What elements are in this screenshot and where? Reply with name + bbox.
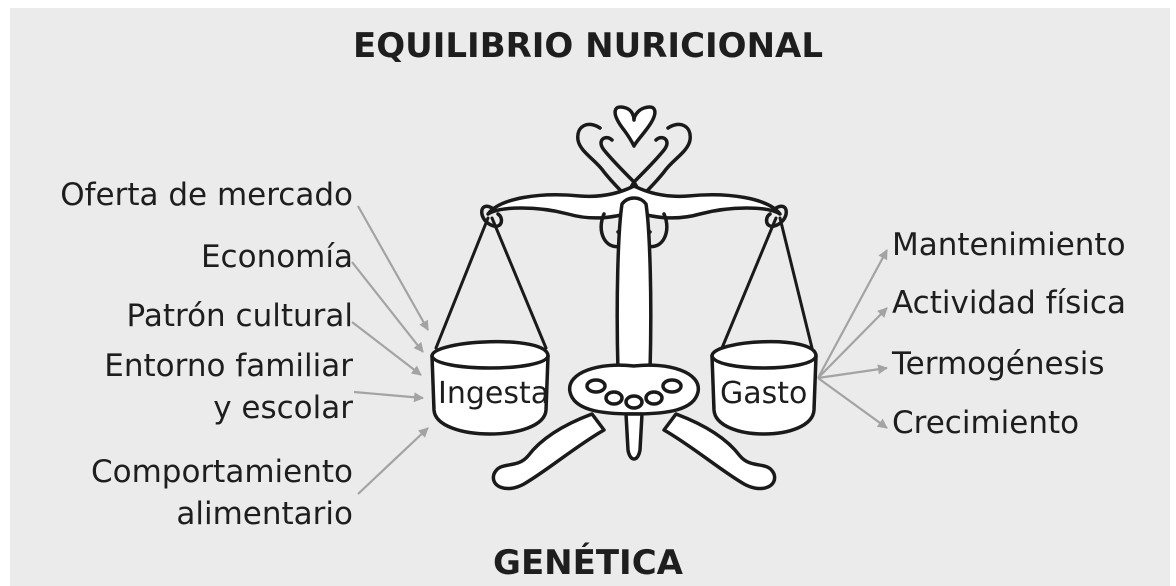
right-pan-string-inner (720, 216, 778, 350)
arrow-economia (351, 261, 424, 353)
left-arrows (351, 205, 429, 495)
scale-base-bead-1 (585, 378, 607, 394)
left-factor-patron-cultural: Patrón cultural (126, 298, 353, 334)
scale-right-foot (662, 412, 777, 491)
right-factor-actividad-fisica: Actividad física (892, 285, 1126, 321)
right-pan-string-outer (778, 216, 814, 350)
right-factor-crecimiento: Crecimiento (892, 405, 1080, 441)
left-pan-rim (430, 354, 550, 370)
arrow-oferta-de-mercado (357, 205, 429, 331)
scale-left-foot (491, 412, 606, 491)
scale-base-bead-2 (604, 390, 624, 406)
scale-strings (434, 216, 814, 350)
left-factor-oferta-de-mercado: Oferta de mercado (60, 177, 353, 213)
arrow-mantenimiento (817, 249, 888, 379)
scale-base-ornament (568, 363, 700, 416)
arrow-actividad-fisica (817, 307, 888, 379)
diagram-background (10, 8, 1170, 586)
right-factor-mantenimiento: Mantenimiento (892, 227, 1126, 263)
scale-pendant (624, 412, 644, 461)
left-factor-economia: Economía (200, 239, 353, 275)
scale-column (615, 196, 653, 374)
balance-scale-icon (430, 105, 818, 491)
bottom-title: GENÉTICA (493, 543, 683, 583)
right-arrows (817, 249, 888, 429)
arrow-entorno-familiar (353, 390, 424, 403)
scale-base-bead-3 (624, 394, 644, 410)
scale-left-scroll (576, 122, 636, 198)
left-factor-entorno-familiar-line1: Entorno familiar (104, 348, 353, 384)
scale-base-bead-5 (661, 378, 683, 394)
arrow-crecimiento (817, 377, 888, 429)
left-pan-string-inner (490, 216, 548, 350)
right-pan-rim (710, 354, 818, 370)
scale-base-bead-4 (644, 390, 664, 406)
arrow-comportamiento (357, 427, 429, 495)
arrow-patron-cultural (351, 321, 422, 376)
scale-right-scroll (632, 122, 692, 198)
right-pan-label: Gasto (720, 376, 808, 411)
left-factor-comportamiento-line2: alimentario (176, 496, 353, 532)
left-pan-label: Ingesta (438, 376, 550, 411)
arrow-termogenesis (817, 364, 888, 380)
right-factor-termogenesis: Termogénesis (892, 346, 1105, 382)
diagram-title: EQUILIBRIO NURICIONAL (352, 26, 824, 66)
left-factor-comportamiento-line1: Comportamiento (90, 454, 353, 490)
scale-heart-ornament (613, 105, 657, 148)
left-pan-string-outer (434, 216, 490, 350)
left-factor-entorno-familiar-line2: y escolar (213, 390, 353, 426)
